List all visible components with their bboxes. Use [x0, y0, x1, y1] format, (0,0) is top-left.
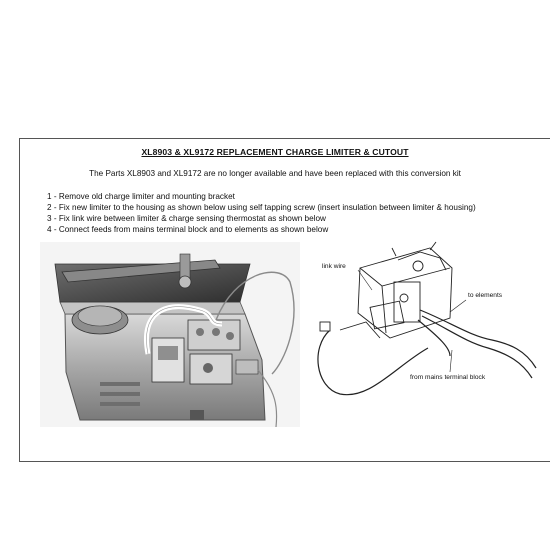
instruction-list: 1 - Remove old charge limiter and mounti…: [47, 191, 476, 235]
instruction-step-1: 1 - Remove old charge limiter and mounti…: [47, 192, 235, 201]
heater-housing-photo: [40, 242, 300, 427]
instruction-step-3: 3 - Fix link wire between limiter & char…: [47, 214, 326, 223]
to-elements-label: to elements: [468, 292, 503, 299]
to-elements-leader: [449, 299, 467, 313]
link-wire-leader: [357, 269, 373, 291]
from-mains-label: from mains terminal block: [410, 374, 486, 381]
wiring-diagram: link wire to elements from mains termina…: [317, 241, 537, 396]
connector-icon: [319, 321, 331, 332]
instruction-step-2: 2 - Fix new limiter to the housing as sh…: [47, 203, 476, 212]
document-title: XL8903 & XL9172 REPLACEMENT CHARGE LIMIT…: [141, 147, 409, 157]
assembly-outline: [339, 241, 453, 339]
wire-bundle: [317, 309, 537, 396]
intro-text: The Parts XL8903 and XL9172 are no longe…: [89, 169, 461, 178]
link-wire-label: link wire: [322, 263, 346, 270]
from-mains-leader: [449, 349, 453, 373]
document-border: [19, 138, 550, 462]
instruction-step-4: 4 - Connect feeds from mains terminal bl…: [47, 225, 329, 234]
